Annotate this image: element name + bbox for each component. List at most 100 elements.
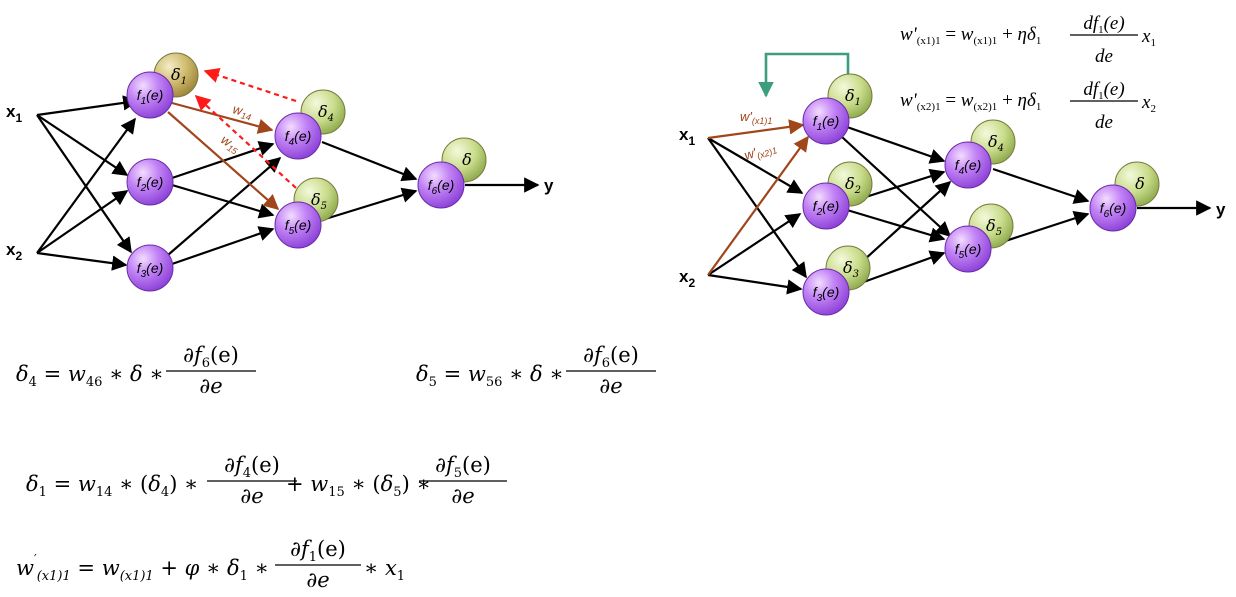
delta-label: δ3 — [843, 258, 859, 280]
neuron-label: f2(e) — [813, 198, 840, 218]
neuron-circle — [802, 182, 850, 230]
neuron-label: f1(e) — [137, 87, 164, 107]
neuron-label: f1(e) — [813, 113, 840, 133]
delta-label: δ1 — [171, 65, 187, 87]
formula-denominator: ∂e — [306, 568, 329, 592]
output-y: y — [1216, 200, 1226, 219]
neuron-label: f3(e) — [813, 284, 840, 304]
input-x2: x2 — [679, 267, 695, 290]
edge-x1-n1 — [707, 119, 805, 140]
formula-part-2: + w15 ∗ (δ5) ∗ — [286, 472, 431, 500]
right-network — [707, 52, 1212, 295]
formula-weight-update-x2: w'(x2)1 = w(x2)1 + ηδ1 df1(e) de x2 — [900, 79, 1156, 133]
neuron-label: f4(e) — [955, 157, 982, 177]
formula-lhs: w'(x2)1 = w(x2)1 + ηδ1 — [900, 90, 1041, 113]
neuron-label: f5(e) — [285, 217, 312, 237]
edge-n5-n6 — [992, 210, 1090, 247]
formula-denominator: ∂e — [451, 484, 474, 508]
neuron-label: f4(e) — [285, 128, 312, 148]
neuron-circle — [802, 268, 850, 316]
neuron-circle — [944, 225, 992, 273]
weight-label-wx2: w'(x2)1 — [742, 139, 778, 165]
formula-delta5: δ5 = w56 ∗ δ ∗∂f6(e)∂e — [416, 343, 656, 398]
right-weight-edges — [707, 119, 809, 276]
formula-x: x2 — [1141, 92, 1156, 115]
edge-n3-n5 — [171, 226, 275, 266]
left_diagram-neuron-4: δ4 f4(e) — [274, 89, 346, 160]
formula-delta1: δ1 = w14 ∗ (δ4) ∗∂f4(e)∂e+ w15 ∗ (δ5) ∗∂… — [26, 453, 507, 508]
edge-x2-n3 — [707, 273, 803, 295]
neuron-circle — [944, 141, 992, 189]
formula-denominator: ∂e — [240, 484, 263, 508]
edge-n5-n6 — [321, 187, 418, 222]
formula-denominator: ∂e — [599, 374, 622, 398]
left_diagram-neuron-2: f2(e) — [126, 158, 174, 206]
delta-label: δ4 — [988, 132, 1004, 154]
neuron-circle — [126, 244, 174, 292]
edge-x2-n1 — [36, 117, 136, 254]
neuron-circle — [1089, 184, 1137, 232]
weight-label-w14: w14 — [231, 101, 254, 122]
edge-n1-n4 — [171, 101, 274, 134]
formula-denominator: ∂e — [199, 374, 222, 398]
formula-lhs: w'(x1)1 = w(x1)1 + ηδ1 — [900, 24, 1041, 47]
right_diagram-neuron-4: δ4 f4(e) — [944, 119, 1016, 189]
left-edges — [36, 95, 540, 271]
neuron-circle — [417, 161, 465, 209]
formula-denominator: de — [1095, 112, 1113, 133]
formula-numerator: ∂f5(e) — [435, 453, 491, 481]
edge-n4-n6 — [992, 167, 1090, 204]
left_diagram-neuron-3: f3(e) — [126, 244, 174, 292]
formula-numerator: df1(e) — [1083, 13, 1124, 36]
edge-x2-n2 — [36, 190, 129, 254]
neuron-circle — [802, 97, 850, 145]
neuron-circle — [274, 112, 322, 160]
left-network — [36, 68, 540, 271]
delta-label: δ2 — [845, 174, 861, 196]
formula-numerator: ∂f4(e) — [224, 453, 280, 481]
edge-n1-n4 — [846, 125, 946, 164]
formula-numerator: ∂f6(e) — [583, 343, 639, 371]
neuron-circle — [274, 201, 322, 249]
formula-x: ∗ x1 — [364, 556, 405, 584]
formula-part-1: δ1 = w14 ∗ (δ4) ∗ — [26, 472, 198, 500]
formula-numerator: ∂f6(e) — [183, 343, 239, 371]
node-layer: δ1f1(e)f2(e)f3(e)δ4f4(e)δ5f5(e)δf6(e)δ1f… — [126, 52, 1160, 316]
formula-delta4: δ4 = w46 ∗ δ ∗ ∂f6(e) ∂e — [16, 343, 256, 398]
neuron-circle — [126, 71, 174, 119]
left_diagram-neuron-1: δ1 f1(e) — [126, 52, 199, 119]
edge-n2-n5 — [171, 183, 275, 219]
weight-label-wx1: w'(x1)1 — [740, 109, 772, 126]
input-x2: x2 — [6, 240, 22, 263]
neuron-label: f2(e) — [137, 174, 164, 194]
edge-x1-n2 — [707, 137, 804, 194]
edge-n4-n6 — [321, 140, 418, 182]
left-backprop-arrows — [194, 68, 297, 189]
right_diagram-neuron-6: δf6(e) — [1089, 161, 1160, 232]
formula-x: x1 — [1141, 26, 1156, 49]
delta-label: δ4 — [318, 102, 334, 124]
output-y: y — [544, 176, 554, 195]
left-weight-edges — [167, 101, 280, 211]
backprop-arrow-4-1 — [203, 68, 297, 103]
formula-lhs: δ4 = w46 ∗ δ ∗ — [16, 362, 164, 390]
neuron-label: f6(e) — [1100, 200, 1127, 220]
formula-numerator: ∂f1(e) — [290, 537, 346, 565]
edge-x1-n1 — [36, 95, 139, 117]
edge-x1-n2 — [36, 114, 129, 176]
neuron-circle — [126, 158, 174, 206]
backprop-arrow-5-1 — [194, 94, 297, 189]
edge-n3-n4 — [167, 156, 282, 256]
delta-label: δ — [462, 150, 472, 169]
feedback-arrow — [758, 52, 850, 98]
formula-lhs: w′(x1)1 = w(x1)1 + φ ∗ δ1 ∗ — [16, 552, 269, 584]
formula-numerator: df1(e) — [1083, 79, 1124, 102]
